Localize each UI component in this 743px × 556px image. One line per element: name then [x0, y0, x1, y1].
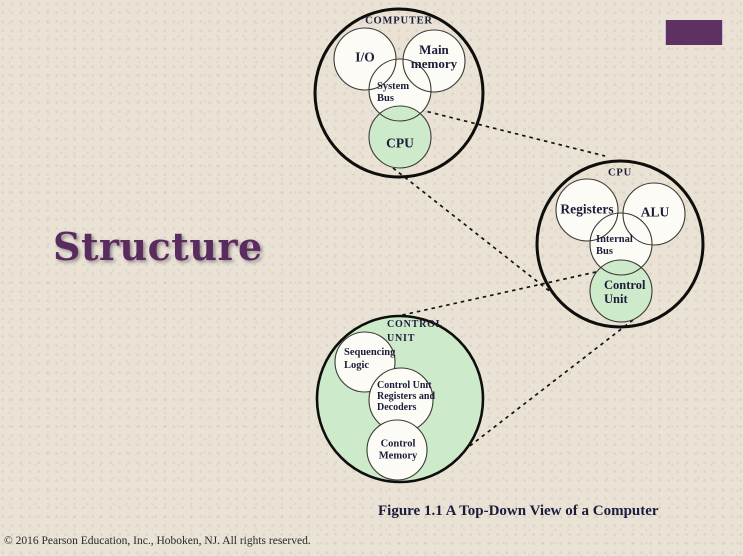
main-memory-label: Main memory — [410, 42, 458, 71]
cpu-cluster — [535, 159, 705, 329]
sequencing-logic-label: Sequencing Logic — [344, 347, 396, 371]
zoom-connector-lines — [388, 107, 634, 453]
computer-cluster-outlines — [333, 27, 466, 169]
control-unit-cluster-label: CONTROL UNIT — [387, 319, 444, 344]
control-unit-sub-label: Control Unit — [604, 278, 646, 306]
registers-label: Registers — [560, 201, 614, 217]
control-unit-cluster — [315, 314, 485, 484]
system-bus-circle — [369, 59, 431, 121]
control-memory-circle — [366, 419, 428, 481]
slide-title: Structure — [53, 224, 263, 269]
accent-bar — [665, 20, 723, 45]
computer-outer-circle — [313, 7, 485, 179]
cu-registers-decoders-label: Control Unit Registers and Decoders — [377, 380, 436, 413]
io-label: I/O — [355, 49, 375, 65]
cpu-cluster-label: CPU — [608, 167, 632, 179]
computer-cluster — [313, 7, 485, 179]
control-memory-label: Control Memory — [378, 438, 418, 462]
control-unit-zoom-line-top — [388, 271, 597, 319]
computer-cluster-label: COMPUTER — [365, 15, 433, 27]
alu-label: ALU — [640, 204, 670, 220]
cpu-zoom-line-top — [412, 107, 606, 157]
figure-caption: Figure 1.1 A Top-Down View of a Computer — [378, 503, 659, 519]
cpu-subcircle — [369, 106, 431, 168]
control-unit-subcircle — [590, 260, 652, 322]
internal-bus-circle — [590, 213, 652, 275]
system-bus-label: System Bus — [377, 81, 410, 104]
cpu-outer-circle — [535, 159, 705, 329]
cpu-sub-label: CPU — [386, 135, 414, 151]
cpu-zoom-line-bottom — [392, 167, 558, 298]
cpu-cluster-outlines — [555, 178, 686, 323]
copyright-notice: © 2016 Pearson Education, Inc., Hoboken,… — [4, 535, 311, 547]
internal-bus-label: Internal Bus — [596, 234, 633, 257]
control-unit-zoom-line-bottom — [461, 319, 634, 453]
